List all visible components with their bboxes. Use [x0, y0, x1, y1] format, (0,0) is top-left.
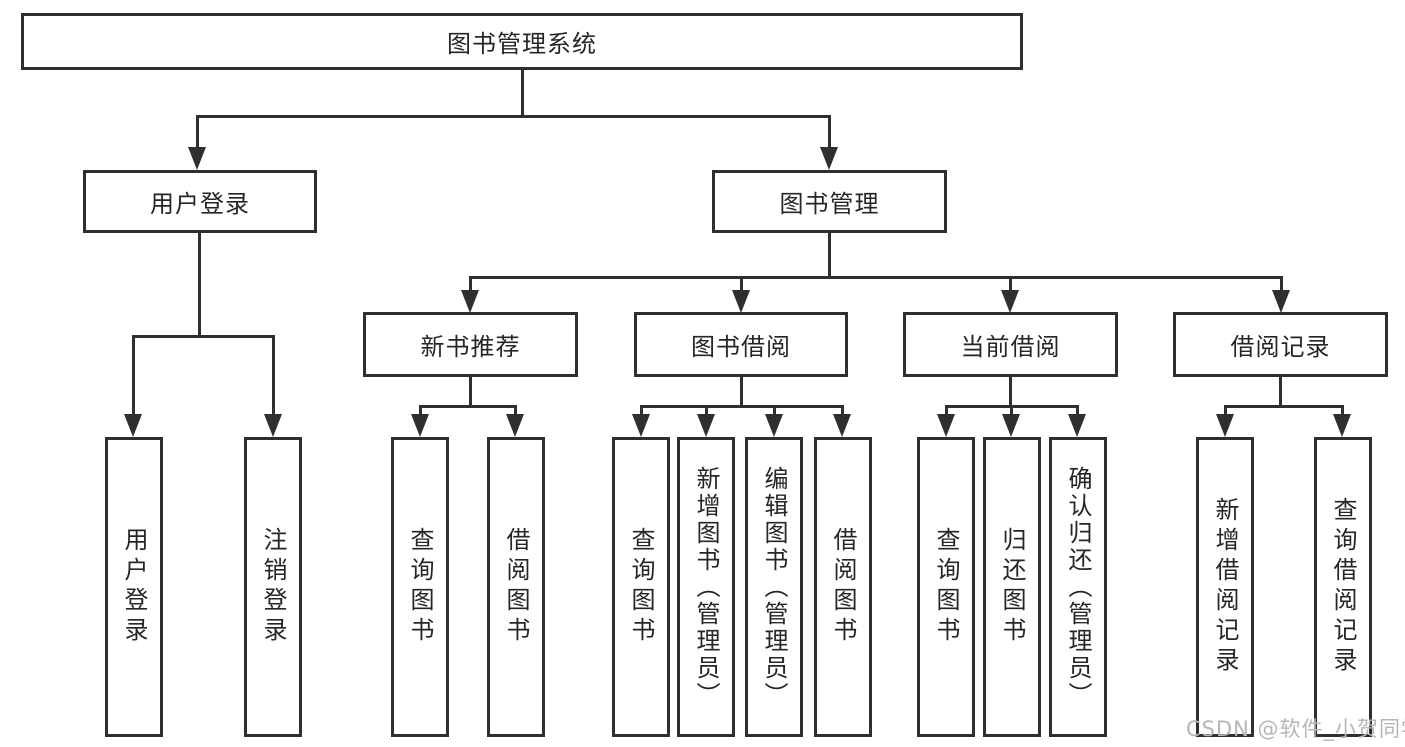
- arrow-down-query-book-2: [632, 414, 650, 437]
- node-leaf-add-book-admin: 新增图书（管理员）: [677, 437, 735, 737]
- arrow-down-borrow-records: [1272, 290, 1290, 313]
- connector-drop-query-borrow-record: [1341, 405, 1344, 416]
- node-current-borrow-label: 当前借阅: [960, 333, 1061, 361]
- node-root: 图书管理系统: [21, 13, 1023, 70]
- arrow-down-leaf-logout: [264, 414, 282, 437]
- node-leaf-borrow-book-recommend-label: 借阅图书: [502, 527, 530, 647]
- node-leaf-borrow-book-recommend: 借阅图书: [487, 437, 545, 737]
- arrow-down-current-borrow: [1001, 290, 1019, 313]
- arrow-down-new-book-recommend: [461, 290, 479, 313]
- node-new-book-recommend-label: 新书推荐: [420, 333, 521, 361]
- node-borrow-records-label: 借阅记录: [1230, 333, 1331, 361]
- arrow-down-borrow-book-1: [506, 414, 524, 437]
- arrow-down-return-book: [1002, 414, 1020, 437]
- node-leaf-edit-book-admin-label: 编辑图书（管理员）: [760, 465, 788, 709]
- connector-current-borrow-stem: [1009, 377, 1012, 407]
- connector-drop-add-book: [705, 405, 708, 416]
- connector-drop-return-book: [1010, 405, 1013, 416]
- node-leaf-logout: 注销登录: [244, 437, 302, 737]
- connector-drop-query-book-1: [419, 405, 422, 416]
- node-leaf-add-borrow-record-label: 新增借阅记录: [1211, 497, 1239, 677]
- node-leaf-query-book-borrow: 查询图书: [612, 437, 670, 737]
- connector-drop-edit-book: [773, 405, 776, 416]
- node-leaf-user-login: 用户登录: [105, 437, 163, 737]
- arrow-down-add-borrow-record: [1216, 414, 1234, 437]
- node-current-borrow: 当前借阅: [903, 312, 1118, 377]
- csdn-watermark: CSDN @软件_小贺同学: [1186, 717, 1405, 741]
- connector-drop-add-borrow-record: [1224, 405, 1227, 416]
- node-leaf-confirm-return-admin-label: 确认归还（管理员）: [1064, 465, 1092, 709]
- node-user-login: 用户登录: [83, 170, 317, 233]
- node-leaf-query-borrow-record-label: 查询借阅记录: [1329, 497, 1357, 677]
- node-leaf-query-book-current: 查询图书: [917, 437, 975, 737]
- connector-drop-borrow-records: [1280, 276, 1283, 292]
- arrow-down-user-login: [188, 147, 206, 170]
- connector-book-management-rail: [469, 276, 1282, 279]
- node-leaf-add-borrow-record: 新增借阅记录: [1196, 437, 1254, 737]
- connector-root-rail: [196, 115, 831, 118]
- connector-drop-leaf-logout: [272, 335, 275, 415]
- node-book-management-label: 图书管理: [779, 190, 880, 218]
- node-leaf-query-book-current-label: 查询图书: [932, 527, 960, 647]
- arrow-down-add-book: [697, 414, 715, 437]
- node-leaf-confirm-return-admin: 确认归还（管理员）: [1049, 437, 1107, 737]
- arrow-down-query-book-1: [411, 414, 429, 437]
- node-leaf-query-book-recommend-label: 查询图书: [406, 527, 434, 647]
- connector-new-book-recommend-stem: [469, 377, 472, 407]
- connector-drop-leaf-user-login: [132, 335, 135, 415]
- connector-user-login-stem: [198, 233, 201, 337]
- node-leaf-edit-book-admin: 编辑图书（管理员）: [745, 437, 803, 737]
- node-leaf-return-book-label: 归还图书: [998, 527, 1026, 647]
- arrow-down-book-borrow: [732, 290, 750, 313]
- connector-user-login-rail: [132, 335, 275, 338]
- node-book-borrow: 图书借阅: [634, 312, 848, 377]
- connector-root-stem: [521, 69, 524, 117]
- node-leaf-borrow-book-borrow: 借阅图书: [814, 437, 872, 737]
- node-root-label: 图书管理系统: [447, 30, 597, 58]
- connector-borrow-records-stem: [1279, 377, 1282, 407]
- arrow-down-edit-book: [765, 414, 783, 437]
- node-leaf-query-book-recommend: 查询图书: [391, 437, 449, 737]
- arrow-down-borrow-book-2: [833, 414, 851, 437]
- connector-drop-user-login: [196, 115, 199, 151]
- connector-book-borrow-stem: [740, 377, 743, 407]
- node-borrow-records: 借阅记录: [1173, 312, 1388, 377]
- node-leaf-query-borrow-record: 查询借阅记录: [1314, 437, 1372, 737]
- arrow-down-confirm-return: [1068, 414, 1086, 437]
- connector-borrow-records-rail: [1224, 405, 1344, 408]
- node-new-book-recommend: 新书推荐: [363, 312, 578, 377]
- node-leaf-borrow-book-borrow-label: 借阅图书: [829, 527, 857, 647]
- arrow-down-book-management: [820, 147, 838, 170]
- node-leaf-logout-label: 注销登录: [259, 527, 287, 647]
- connector-drop-query-book-2: [640, 405, 643, 416]
- connector-drop-book-borrow: [740, 276, 743, 292]
- connector-drop-borrow-book-2: [841, 405, 844, 416]
- connector-drop-confirm-return: [1076, 405, 1079, 416]
- node-book-borrow-label: 图书借阅: [691, 333, 791, 361]
- node-leaf-query-book-borrow-label: 查询图书: [627, 527, 655, 647]
- connector-book-borrow-rail: [640, 405, 843, 408]
- arrow-down-query-borrow-record: [1333, 414, 1351, 437]
- connector-drop-current-borrow: [1009, 276, 1012, 292]
- arrow-down-leaf-user-login: [124, 414, 142, 437]
- node-leaf-add-book-admin-label: 新增图书（管理员）: [692, 465, 720, 709]
- arrow-down-query-book-3: [937, 414, 955, 437]
- node-user-login-label: 用户登录: [150, 190, 250, 218]
- connector-drop-book-management: [828, 115, 831, 151]
- connector-new-book-recommend-rail: [419, 405, 517, 408]
- node-book-management: 图书管理: [712, 170, 947, 233]
- connector-drop-new-book-recommend: [469, 276, 472, 292]
- node-leaf-user-login-label: 用户登录: [120, 527, 148, 647]
- connector-drop-query-book-3: [945, 405, 948, 416]
- connector-book-management-stem: [828, 233, 831, 278]
- connector-drop-borrow-book-1: [514, 405, 517, 416]
- node-leaf-return-book: 归还图书: [983, 437, 1041, 737]
